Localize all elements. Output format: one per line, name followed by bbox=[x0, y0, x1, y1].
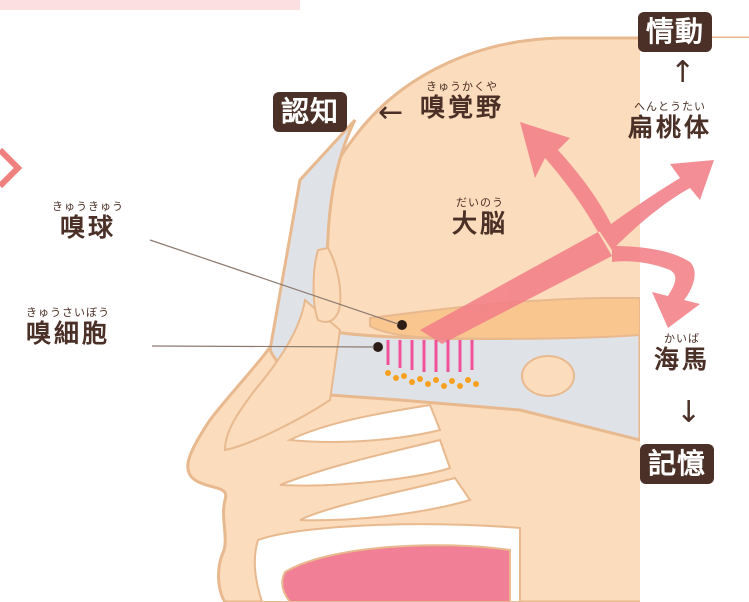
arrow-down-icon: ↓ bbox=[676, 398, 701, 428]
hippocampus-ruby: かいば bbox=[654, 332, 710, 345]
memory-box: 記憶 bbox=[640, 444, 714, 484]
arrow-up-icon: ↑ bbox=[670, 58, 695, 88]
arrow-left-icon: ← bbox=[378, 98, 403, 128]
olfactory-bulb-dot bbox=[397, 320, 407, 330]
corner-mark-icon bbox=[0, 150, 18, 186]
emotion-box: 情動 bbox=[638, 12, 712, 52]
memory-label: 記憶 bbox=[648, 447, 706, 480]
olfactory-bulb-text: 嗅球 bbox=[52, 213, 124, 243]
sphenoid-cavity bbox=[522, 356, 574, 396]
olfactory-cells-ruby: きゅうさいぼう bbox=[26, 306, 110, 319]
olfactory-bulb-ruby: きゅうきゅう bbox=[52, 200, 124, 213]
hippocampus-label: かいば 海馬 bbox=[654, 332, 710, 375]
olfactory-cortex-label: きゅうかくや 嗅覚野 bbox=[420, 80, 504, 123]
olfactory-cortex-ruby: きゅうかくや bbox=[420, 80, 504, 93]
cerebrum-label: だいのう 大脳 bbox=[452, 196, 508, 239]
amygdala-ruby: へんとうたい bbox=[628, 100, 712, 113]
top-title-fragment bbox=[0, 0, 300, 10]
cerebrum-text: 大脳 bbox=[452, 209, 508, 239]
olfactory-cell-dot bbox=[373, 342, 383, 352]
olfactory-cells-text: 嗅細胞 bbox=[26, 319, 110, 349]
cognition-box: 認知 bbox=[273, 92, 347, 132]
cerebrum-ruby: だいのう bbox=[452, 196, 508, 209]
olfactory-bulb-label: きゅうきゅう 嗅球 bbox=[52, 200, 124, 243]
hippocampus-text: 海馬 bbox=[654, 345, 710, 375]
amygdala-label: へんとうたい 扁桃体 bbox=[628, 100, 712, 143]
olfactory-cells-label: きゅうさいぼう 嗅細胞 bbox=[26, 306, 110, 349]
olfactory-cortex-text: 嗅覚野 bbox=[420, 93, 504, 123]
emotion-label: 情動 bbox=[646, 15, 704, 48]
cognition-label: 認知 bbox=[281, 95, 339, 128]
amygdala-text: 扁桃体 bbox=[628, 113, 712, 143]
